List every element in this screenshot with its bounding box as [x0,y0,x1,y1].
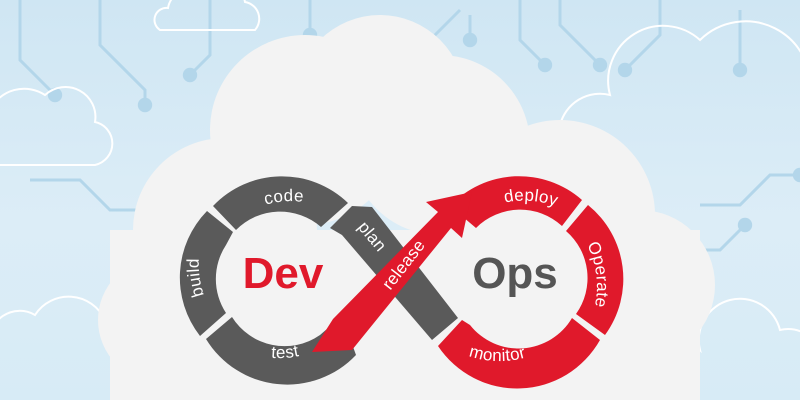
ops-loop [312,176,624,389]
ops-word: Ops [472,249,558,298]
circuit-lines [18,0,800,252]
label-test: test [271,341,301,362]
background-cloud-left [0,85,114,166]
segment-build [179,211,233,336]
segment-test [206,316,356,385]
background-cloud-top [153,0,261,31]
dev-word: Dev [243,249,324,298]
segment-release [312,192,472,352]
segment-code [213,176,348,230]
segment-operate [566,205,624,335]
segment-monitor [438,318,600,389]
label-monitor: monitor [467,342,527,366]
segment-deploy [450,176,582,228]
